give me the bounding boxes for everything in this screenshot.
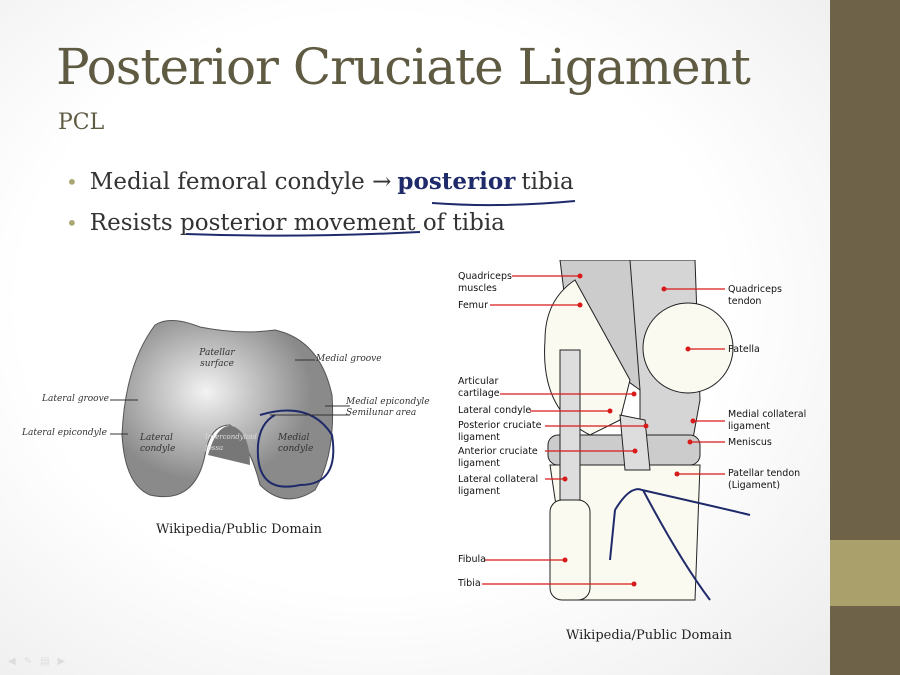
menu-icon[interactable]: ▤ <box>40 656 50 667</box>
label-patellar-surface: Patellar surface <box>199 348 235 369</box>
next-icon[interactable]: ▶ <box>57 656 66 667</box>
label-medial-epicondyle: Medial epicondyle <box>346 397 430 407</box>
label-medial-groove: Medial groove <box>316 354 382 364</box>
label-tibia: Tibia <box>458 578 481 589</box>
label-intercondylar-fossa: Intercondyloid fossa <box>205 433 257 452</box>
knee-illustration <box>482 260 751 601</box>
label-medial-collateral: Medial collateral ligament <box>728 409 807 432</box>
bullet-dot-icon: • <box>66 170 78 194</box>
label-medial-condyle: Medial condyle <box>278 433 314 454</box>
label-fibula: Fibula <box>458 554 486 565</box>
label-femur: Femur <box>458 300 488 311</box>
label-lateral-groove: Lateral groove <box>42 394 110 404</box>
bullet-text: Resists posterior movement of tibia <box>89 210 505 236</box>
slideshow-toolbar: ◀ ✎ ▤ ▶ <box>8 656 65 667</box>
bullet-text: tibia <box>521 169 574 195</box>
arrow-right-icon: → <box>372 169 392 195</box>
side-rail-accent <box>830 540 900 606</box>
ink-annotations <box>185 200 576 237</box>
label-lateral-condyle: Lateral condyle <box>458 405 532 416</box>
pen-icon[interactable]: ✎ <box>23 656 33 667</box>
bullet-emphasis: posterior <box>397 168 516 195</box>
bullet-item: • Medial femoral condyle → posterior tib… <box>66 168 574 210</box>
label-lateral-condyle: Lateral condyle <box>140 433 176 454</box>
bullet-dot-icon: • <box>66 211 78 235</box>
previous-icon[interactable]: ◀ <box>8 656 16 667</box>
femur-credit: Wikipedia/Public Domain <box>156 522 322 537</box>
bullet-text: Medial femoral condyle <box>89 169 365 195</box>
label-posterior-cruciate: Posterior cruciate ligament <box>458 420 542 443</box>
label-semilunar-area: Semilunar area <box>346 408 417 418</box>
label-patellar-tendon: Patellar tendon (Ligament) <box>728 468 801 491</box>
label-quadriceps-muscles: Quadriceps muscles <box>458 271 512 294</box>
label-meniscus: Meniscus <box>728 437 772 448</box>
bullet-item: • Resists posterior movement of tibia <box>66 210 574 252</box>
label-lateral-epicondyle: Lateral epicondyle <box>22 428 107 438</box>
knee-credit: Wikipedia/Public Domain <box>566 628 732 643</box>
bullet-list: • Medial femoral condyle → posterior tib… <box>66 168 574 252</box>
label-articular-cartilage: Articular cartilage <box>458 376 500 399</box>
femur-illustration <box>110 320 350 500</box>
label-anterior-cruciate: Anterior cruciate ligament <box>458 446 538 469</box>
label-patella: Patella <box>728 344 760 355</box>
slide-title: Posterior Cruciate Ligament <box>56 38 751 96</box>
label-lateral-collateral: Lateral collateral ligament <box>458 474 539 497</box>
label-quadriceps-tendon: Quadriceps tendon <box>728 284 782 307</box>
slide-subtitle: PCL <box>58 110 105 135</box>
